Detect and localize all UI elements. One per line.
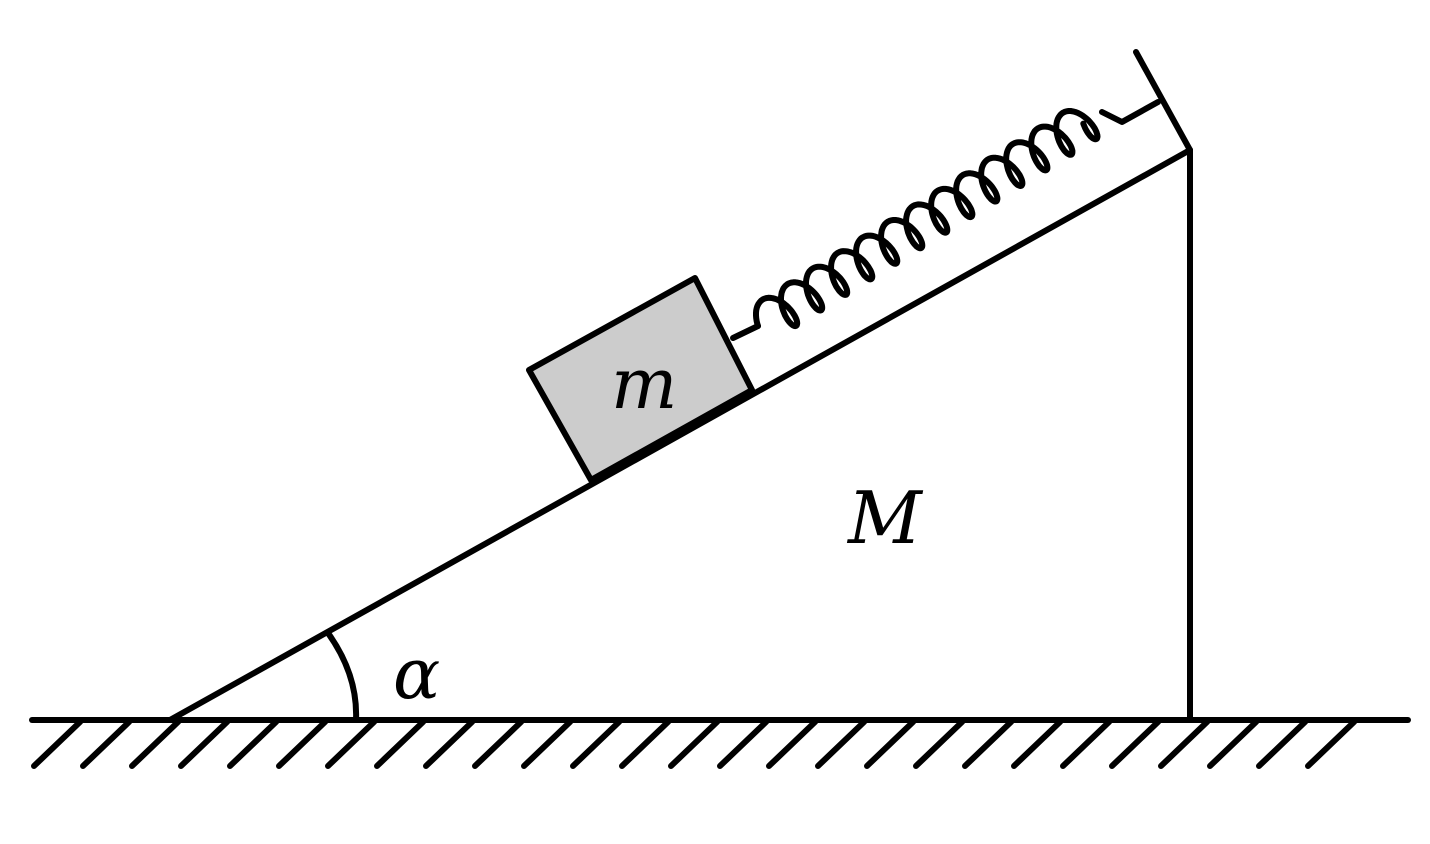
block <box>526 275 755 483</box>
ground-hatch <box>1256 719 1308 769</box>
wedge <box>167 49 1193 723</box>
ground-hatch <box>521 719 573 769</box>
spring-right-hook <box>1099 99 1161 125</box>
ground-hatch <box>619 719 671 769</box>
ground-hatch <box>1158 719 1210 769</box>
ground-hatch <box>570 719 622 769</box>
block-mass-label: m <box>611 343 677 425</box>
spring-coils <box>753 108 1101 330</box>
ground-hatch <box>913 719 965 769</box>
wedge-mass-label: M <box>846 476 924 560</box>
ground-hatch <box>472 719 524 769</box>
ground-hatch <box>668 719 720 769</box>
ground-hatch <box>276 719 328 769</box>
ground-hatch <box>864 719 916 769</box>
ground-hatch <box>766 719 818 769</box>
angle-arc <box>325 630 360 723</box>
ground-hatch <box>31 719 83 769</box>
ground <box>29 717 1411 769</box>
ground-hatch <box>423 719 475 769</box>
ground-hatch <box>962 719 1014 769</box>
ground-hatch <box>1011 719 1063 769</box>
ground-hatch <box>178 719 230 769</box>
ground-hatch <box>374 719 426 769</box>
ground-hatch <box>227 719 279 769</box>
ground-hatch <box>1207 719 1259 769</box>
wedge-incline-surface <box>167 147 1193 723</box>
spring-left-hook <box>730 323 761 341</box>
ground-hatch <box>717 719 769 769</box>
ground-hatching <box>31 719 1357 769</box>
ground-hatch <box>1060 719 1112 769</box>
ground-hatch <box>325 719 377 769</box>
ground-hatch <box>1305 719 1357 769</box>
ground-hatch <box>815 719 867 769</box>
angle-label: α <box>393 633 440 715</box>
ground-hatch <box>80 719 132 769</box>
ground-hatch <box>129 719 181 769</box>
spring <box>730 99 1161 341</box>
ground-hatch <box>1109 719 1161 769</box>
wall-bracket <box>1133 49 1193 153</box>
